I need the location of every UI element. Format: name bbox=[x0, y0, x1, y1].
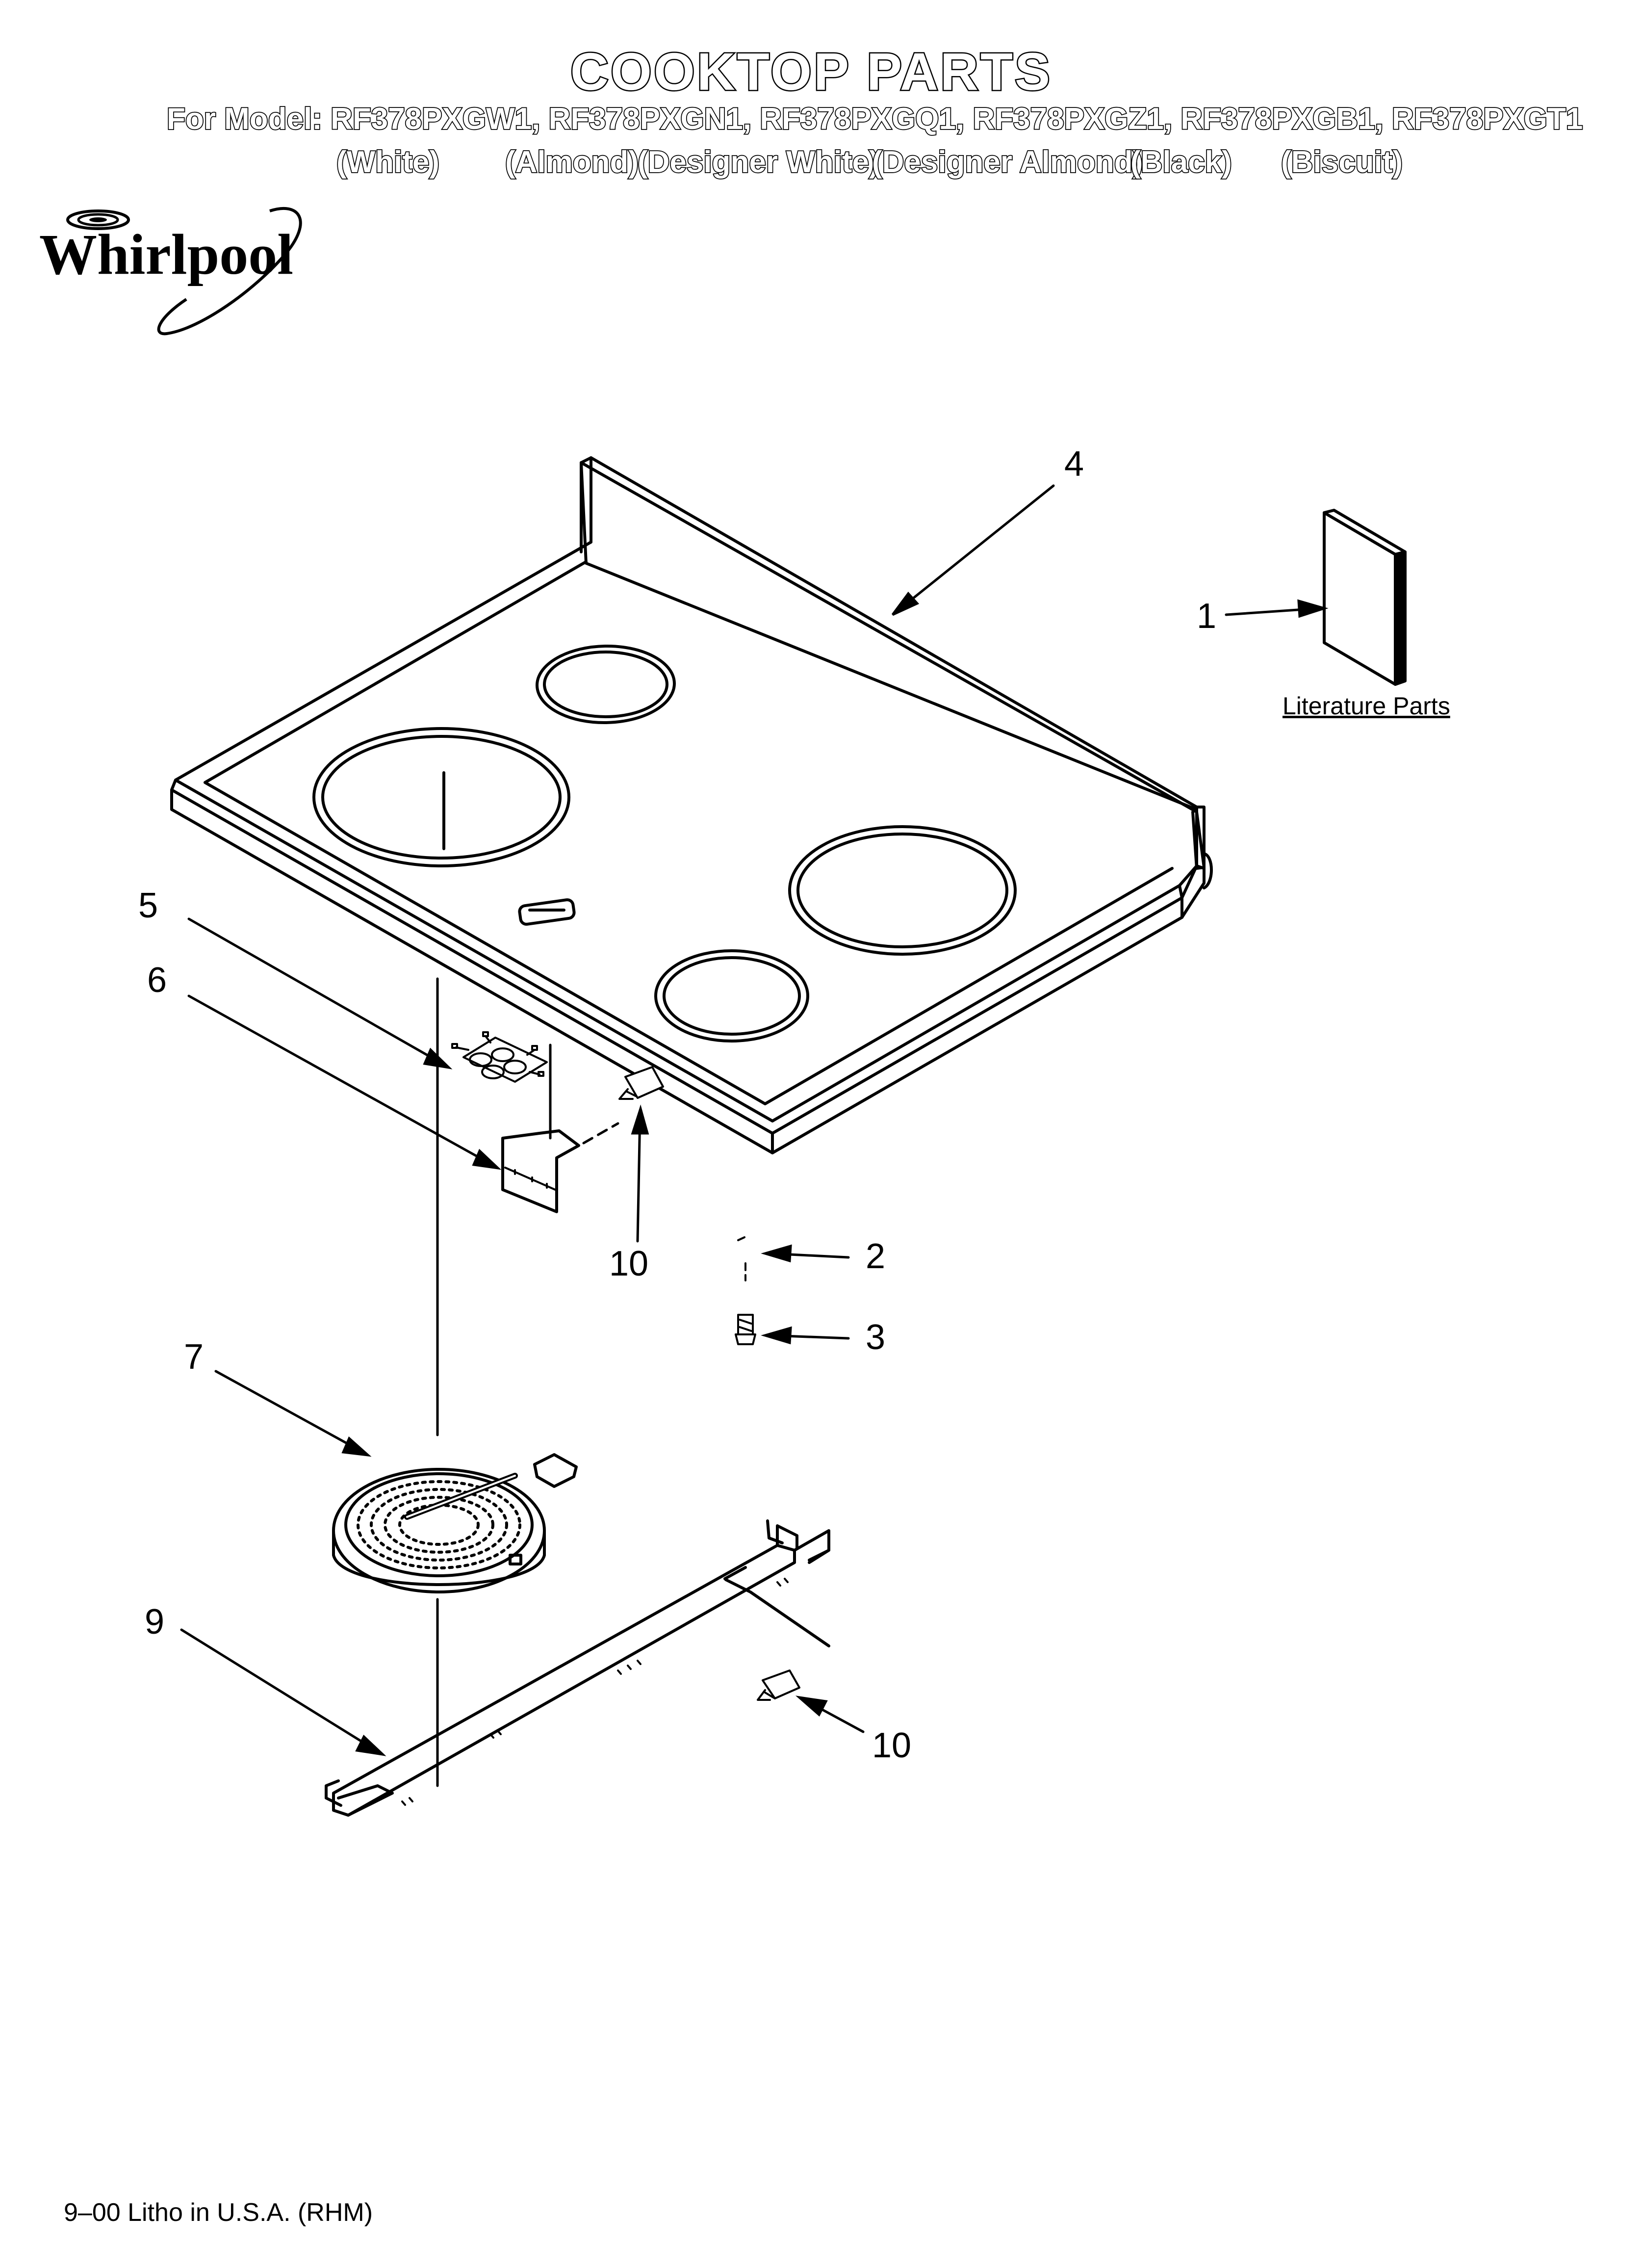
callout-4: 4 bbox=[1064, 444, 1084, 484]
screw-part-10-lower bbox=[757, 1669, 800, 1701]
literature-parts-label: Literature Parts bbox=[1283, 692, 1450, 720]
page-title: COOKTOP PARTS bbox=[569, 42, 1052, 101]
svg-text:Whirlpool: Whirlpool bbox=[39, 222, 293, 287]
color-black: (Black) bbox=[1129, 145, 1232, 179]
callout-2: 2 bbox=[866, 1237, 886, 1276]
literature-parts-part-1 bbox=[1323, 509, 1407, 686]
model-list: For Model: RF378PXGW1, RF378PXGN1, RF378… bbox=[166, 102, 1584, 136]
callout-7: 7 bbox=[184, 1337, 204, 1377]
callout-9: 9 bbox=[145, 1602, 165, 1642]
whirlpool-logo: Whirlpool bbox=[39, 207, 302, 336]
callout-1: 1 bbox=[1197, 597, 1217, 636]
screw-part-10-upper bbox=[618, 1066, 664, 1100]
screw-part-3 bbox=[735, 1262, 756, 1345]
color-designer-almond: (Designer Almond) bbox=[871, 145, 1144, 179]
clip-part-2 bbox=[737, 1236, 745, 1241]
color-almond: (Almond) bbox=[504, 145, 640, 179]
terminal-block-part-5 bbox=[451, 1031, 548, 1083]
callout-10-lower: 10 bbox=[872, 1726, 912, 1765]
color-biscuit: (Biscuit) bbox=[1280, 145, 1404, 179]
callout-10-upper: 10 bbox=[609, 1244, 649, 1283]
color-white: (White) bbox=[335, 145, 440, 179]
support-bracket-part-9 bbox=[325, 1519, 830, 1817]
callout-5: 5 bbox=[138, 886, 158, 925]
bracket-part-6 bbox=[501, 1129, 580, 1213]
print-footer: 9–00 Litho in U.S.A. (RHM) bbox=[64, 2198, 373, 2227]
radiant-element-part-7 bbox=[332, 1453, 578, 1593]
cooktop-glass-part-4 bbox=[170, 456, 1213, 1154]
color-designer-white: (Designer White) bbox=[637, 145, 880, 179]
callout-3: 3 bbox=[866, 1318, 886, 1357]
callout-6: 6 bbox=[147, 961, 167, 1000]
